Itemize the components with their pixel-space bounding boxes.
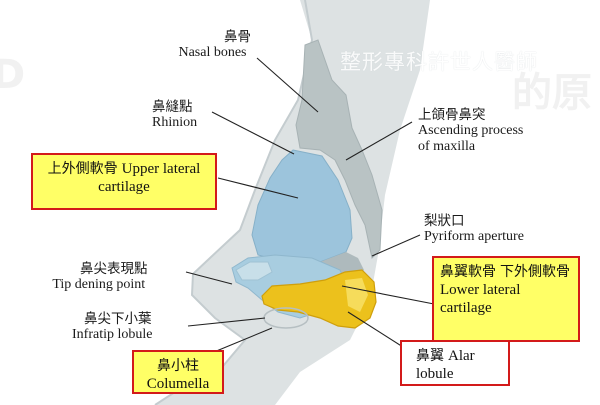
alar-cartilage-inner-shape [345,278,368,312]
watermark: 整形專科許世人醫師 [340,50,538,74]
lower-lateral-cartilage-dome-shape [235,261,273,281]
label-ascending-process-en2: of maxilla [418,138,476,154]
label-ascending-process-zh: 上頜骨鼻突 [418,107,486,123]
background-ghost-text: D [0,52,26,98]
label-tip-defining-en: Tip dening point [52,277,146,293]
label-infratip-zh: 鼻尖下小葉 [84,311,152,327]
label-upper-lateral-zh: 上外側軟骨 [47,162,118,177]
label-lower-lateral-en: Lower lateral [440,282,521,298]
label-columella-en: Columella [146,376,210,392]
label-nasal-bones-en: Nasal bones [178,45,247,61]
label-infratip: 鼻尖下小葉 Infratip lobule [72,311,153,343]
label-lower-lateral-zh: 鼻翼軟骨 [440,265,496,280]
label-lower-lateral-en2: cartilage [440,300,492,316]
label-nasal-bones-zh: 鼻骨 [224,29,251,45]
label-rhinion: 鼻縫點 Rhinion [152,99,198,131]
label-pyriform-zh: 梨狀口 [424,213,465,229]
label-rhinion-zh: 鼻縫點 [152,99,193,115]
label-columella-zh: 鼻小柱 [157,359,199,374]
label-upper-lateral-en: Upper lateral cartilage [98,161,201,195]
nasal-bone-shape [295,39,383,260]
label-ascending-process: 上頜骨鼻突 Ascending process of maxilla [418,107,524,154]
label-tip-defining-zh: 鼻尖表現點 [80,261,148,277]
label-alar-lobule: 鼻翼 Alar lobule [400,340,510,386]
label-pyriform: 梨狀口 Pyriform aperture [424,213,524,245]
label-nasal-bones: 鼻骨 Nasal bones [174,29,251,61]
label-tip-defining: 鼻尖表現點 Tip dening point [50,261,148,293]
label-pyriform-en: Pyriform aperture [424,229,524,245]
label-infratip-en: Infratip lobule [72,327,153,343]
label-ascending-process-en: Ascending process [418,123,524,139]
label-upper-lateral-cartilage: 上外側軟骨 Upper lateral cartilage [31,153,217,210]
label-columella: 鼻小柱 Columella [132,350,224,394]
label-lower-lateral-zh2: 下外側軟骨 [500,265,570,280]
leader-lines [185,57,435,355]
background-ghost-text: 的原 [512,70,592,116]
label-lower-lateral-cartilage: 鼻翼軟骨 下外側軟骨 Lower lateral cartilage [432,256,580,342]
label-rhinion-en: Rhinion [152,115,198,131]
label-alar-lobule-zh: 鼻翼 [416,349,444,364]
label-alar-lobule-en: Alar lobule [416,348,475,382]
